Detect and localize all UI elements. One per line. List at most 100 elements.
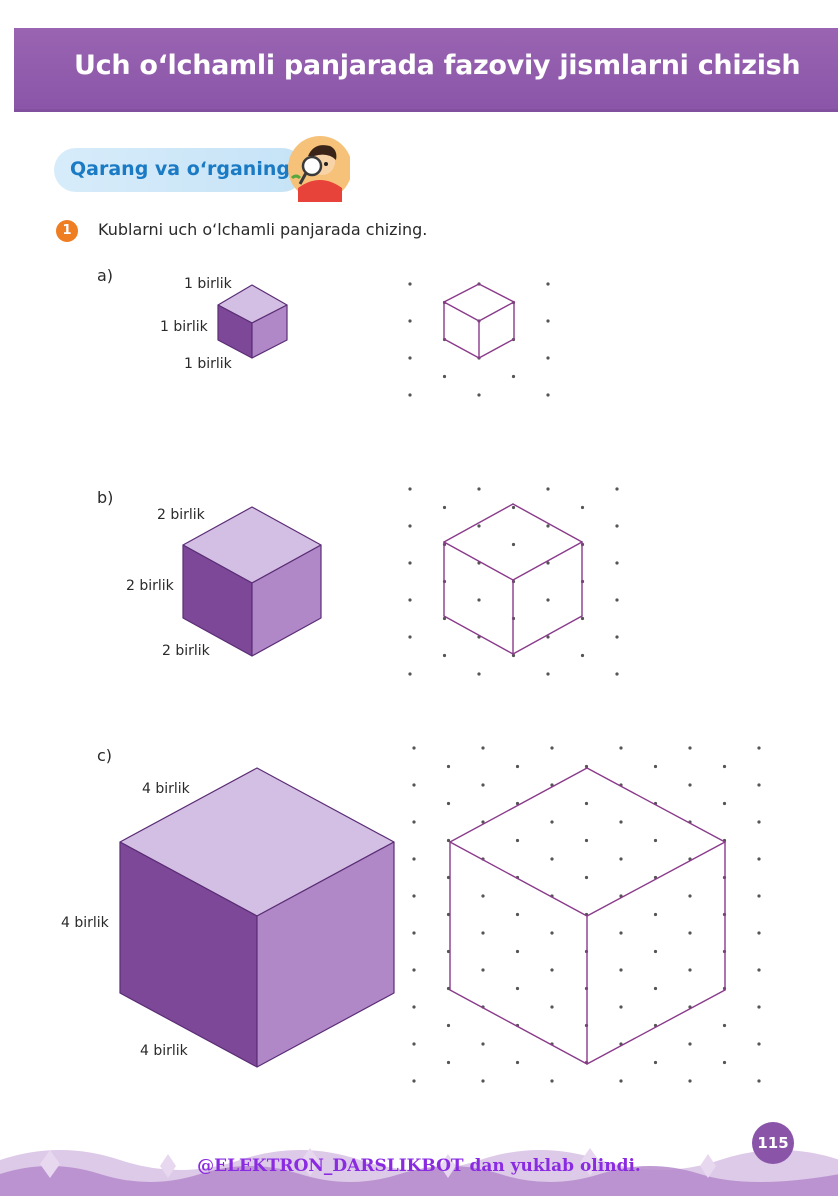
grid-c-dot	[688, 783, 692, 787]
grid-c-dot	[481, 931, 485, 935]
grid-a-dot	[546, 319, 550, 323]
grid-c-dot	[515, 801, 520, 806]
wire-cube-a-edge	[443, 338, 480, 359]
grid-c-dot	[619, 820, 623, 824]
grid-c-dot	[550, 1005, 554, 1009]
part-a-bottom-unit: 1 birlik	[184, 356, 232, 372]
grid-b-dot	[580, 653, 585, 658]
download-source-note: @ELEKTRON_DARSLIKBOT dan yuklab olindi.	[197, 1156, 641, 1176]
grid-b-dot	[442, 653, 447, 658]
part-c-label: c)	[97, 746, 113, 765]
grid-c-dot	[688, 931, 692, 935]
grid-a-dot	[546, 393, 550, 397]
grid-c-dot	[481, 820, 485, 824]
part-b-label: b)	[97, 488, 114, 507]
boy-magnifier-icon	[288, 136, 350, 202]
part-b-top-unit: 2 birlik	[157, 507, 205, 523]
grid-b-dot	[442, 505, 447, 510]
grid-a-dot	[511, 374, 516, 379]
grid-c-dot	[619, 1005, 623, 1009]
grid-b-dot	[546, 635, 550, 639]
grid-a-dot	[408, 319, 412, 323]
grid-c-dot	[446, 1023, 451, 1028]
grid-c-dot	[722, 764, 727, 769]
part-a-label: a)	[97, 266, 114, 285]
wire-cube-c-edge	[586, 989, 726, 1065]
part-c-top-unit: 4 birlik	[142, 781, 190, 797]
grid-c-dot	[688, 746, 692, 750]
wire-cube-c-edge	[586, 767, 726, 843]
grid-c-dot	[653, 986, 658, 991]
grid-b-dot	[477, 598, 481, 602]
grid-a-dot	[408, 282, 412, 286]
grid-c-dot	[550, 968, 554, 972]
grid-c-dot	[688, 968, 692, 972]
grid-c-dot	[515, 1060, 520, 1065]
grid-c-dot	[481, 1079, 485, 1083]
grid-c-dot	[515, 986, 520, 991]
grid-c-dot	[584, 838, 589, 843]
grid-c-dot	[619, 1079, 623, 1083]
grid-c-dot	[653, 949, 658, 954]
grid-c-dot	[550, 820, 554, 824]
grid-c-dot	[653, 912, 658, 917]
grid-c-dot	[446, 1060, 451, 1065]
grid-c-dot	[757, 1079, 761, 1083]
grid-b-dot	[408, 524, 412, 528]
grid-c-dot	[653, 764, 658, 769]
grid-c-dot	[515, 912, 520, 917]
grid-c-dot	[515, 949, 520, 954]
grid-c-dot	[446, 801, 451, 806]
grid-c-dot	[550, 857, 554, 861]
wire-cube-c-edge	[586, 841, 726, 917]
grid-c-dot	[550, 931, 554, 935]
grid-c-dot	[550, 746, 554, 750]
wire-cube-c-edge	[449, 989, 588, 1065]
grid-c-dot	[757, 746, 761, 750]
wire-cube-b-edge	[443, 615, 514, 655]
wire-cube-a-edge	[478, 301, 515, 322]
grid-b-dot	[477, 524, 481, 528]
grid-b-dot	[580, 505, 585, 510]
grid-c-dot	[481, 746, 485, 750]
wire-cube-a-edge	[478, 283, 515, 303]
section-label: Qarang va o‘rganing	[70, 158, 290, 180]
grid-a-dot	[477, 393, 481, 397]
grid-c-dot	[757, 1005, 761, 1009]
grid-c-dot	[584, 801, 589, 806]
grid-c-dot	[757, 894, 761, 898]
grid-b-dot	[615, 524, 619, 528]
grid-c-dot	[481, 783, 485, 787]
grid-c-dot	[619, 968, 623, 972]
decorative-footer-pattern	[0, 1134, 838, 1196]
grid-c-dot	[722, 1023, 727, 1028]
grid-b-dot	[615, 561, 619, 565]
grid-b-dot	[580, 616, 585, 621]
grid-c-dot	[412, 1042, 416, 1046]
grid-c-dot	[757, 1042, 761, 1046]
grid-b-dot	[408, 598, 412, 602]
grid-c-dot	[412, 820, 416, 824]
grid-c-dot	[412, 968, 416, 972]
grid-c-dot	[619, 931, 623, 935]
grid-c-dot	[584, 764, 589, 769]
isometric-dot-grids	[408, 282, 761, 1083]
grid-c-dot	[757, 857, 761, 861]
grid-c-dot	[515, 764, 520, 769]
part-a-top-unit: 1 birlik	[184, 276, 232, 292]
grid-c-dot	[412, 857, 416, 861]
grid-b-dot	[615, 487, 619, 491]
grid-b-dot	[477, 487, 481, 491]
solid-cube-a-right-face	[251, 304, 288, 359]
grid-c-dot	[481, 968, 485, 972]
grid-b-dot	[615, 672, 619, 676]
grid-b-dot	[615, 635, 619, 639]
grid-c-dot	[412, 931, 416, 935]
grid-c-dot	[446, 764, 451, 769]
grid-c-dot	[515, 838, 520, 843]
grid-c-dot	[757, 968, 761, 972]
grid-b-dot	[546, 561, 550, 565]
grid-c-dot	[722, 1060, 727, 1065]
grid-c-dot	[619, 857, 623, 861]
wire-cube-b-edge	[512, 541, 583, 581]
